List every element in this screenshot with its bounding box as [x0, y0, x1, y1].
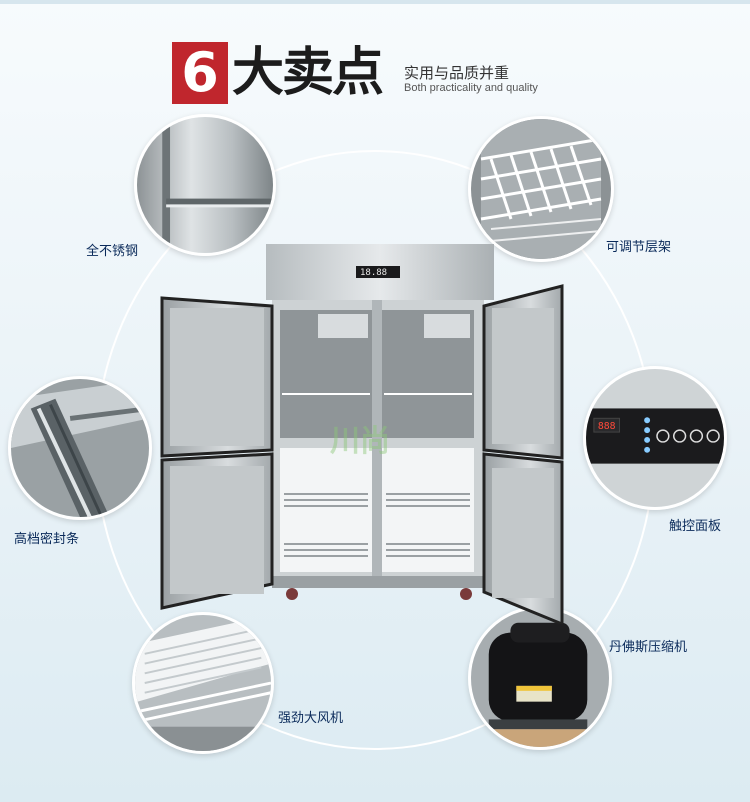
fan-image [132, 612, 274, 754]
stainless-steel-image [134, 114, 276, 256]
feature-label-panel: 触控面板 [669, 519, 722, 534]
top-divider [0, 0, 750, 4]
feature-label-fan: 强劲大风机 [278, 711, 344, 726]
touch-panel-image: 888 [583, 366, 727, 510]
feature-label-steel: 全不锈钢 [86, 244, 139, 259]
feature-label-seal: 高档密封条 [14, 532, 80, 547]
refrigerator-image [160, 244, 570, 627]
watermark: 川尚 [330, 424, 390, 459]
svg-text:888: 888 [598, 421, 616, 432]
fridge-display-readout: 18.88 [360, 268, 388, 278]
page-title: 大卖点 [232, 43, 384, 103]
subtitle-chinese: 实用与品质并重 [404, 64, 510, 82]
number-badge: 6 [172, 42, 228, 104]
door-seal-image [8, 376, 152, 520]
feature-label-shelf: 可调节层架 [606, 240, 672, 255]
adjustable-shelf-image [468, 116, 614, 262]
compressor-image [468, 606, 612, 750]
feature-label-compressor: 丹佛斯压缩机 [609, 640, 688, 655]
subtitle-english: Both practicality and quality [404, 82, 538, 94]
